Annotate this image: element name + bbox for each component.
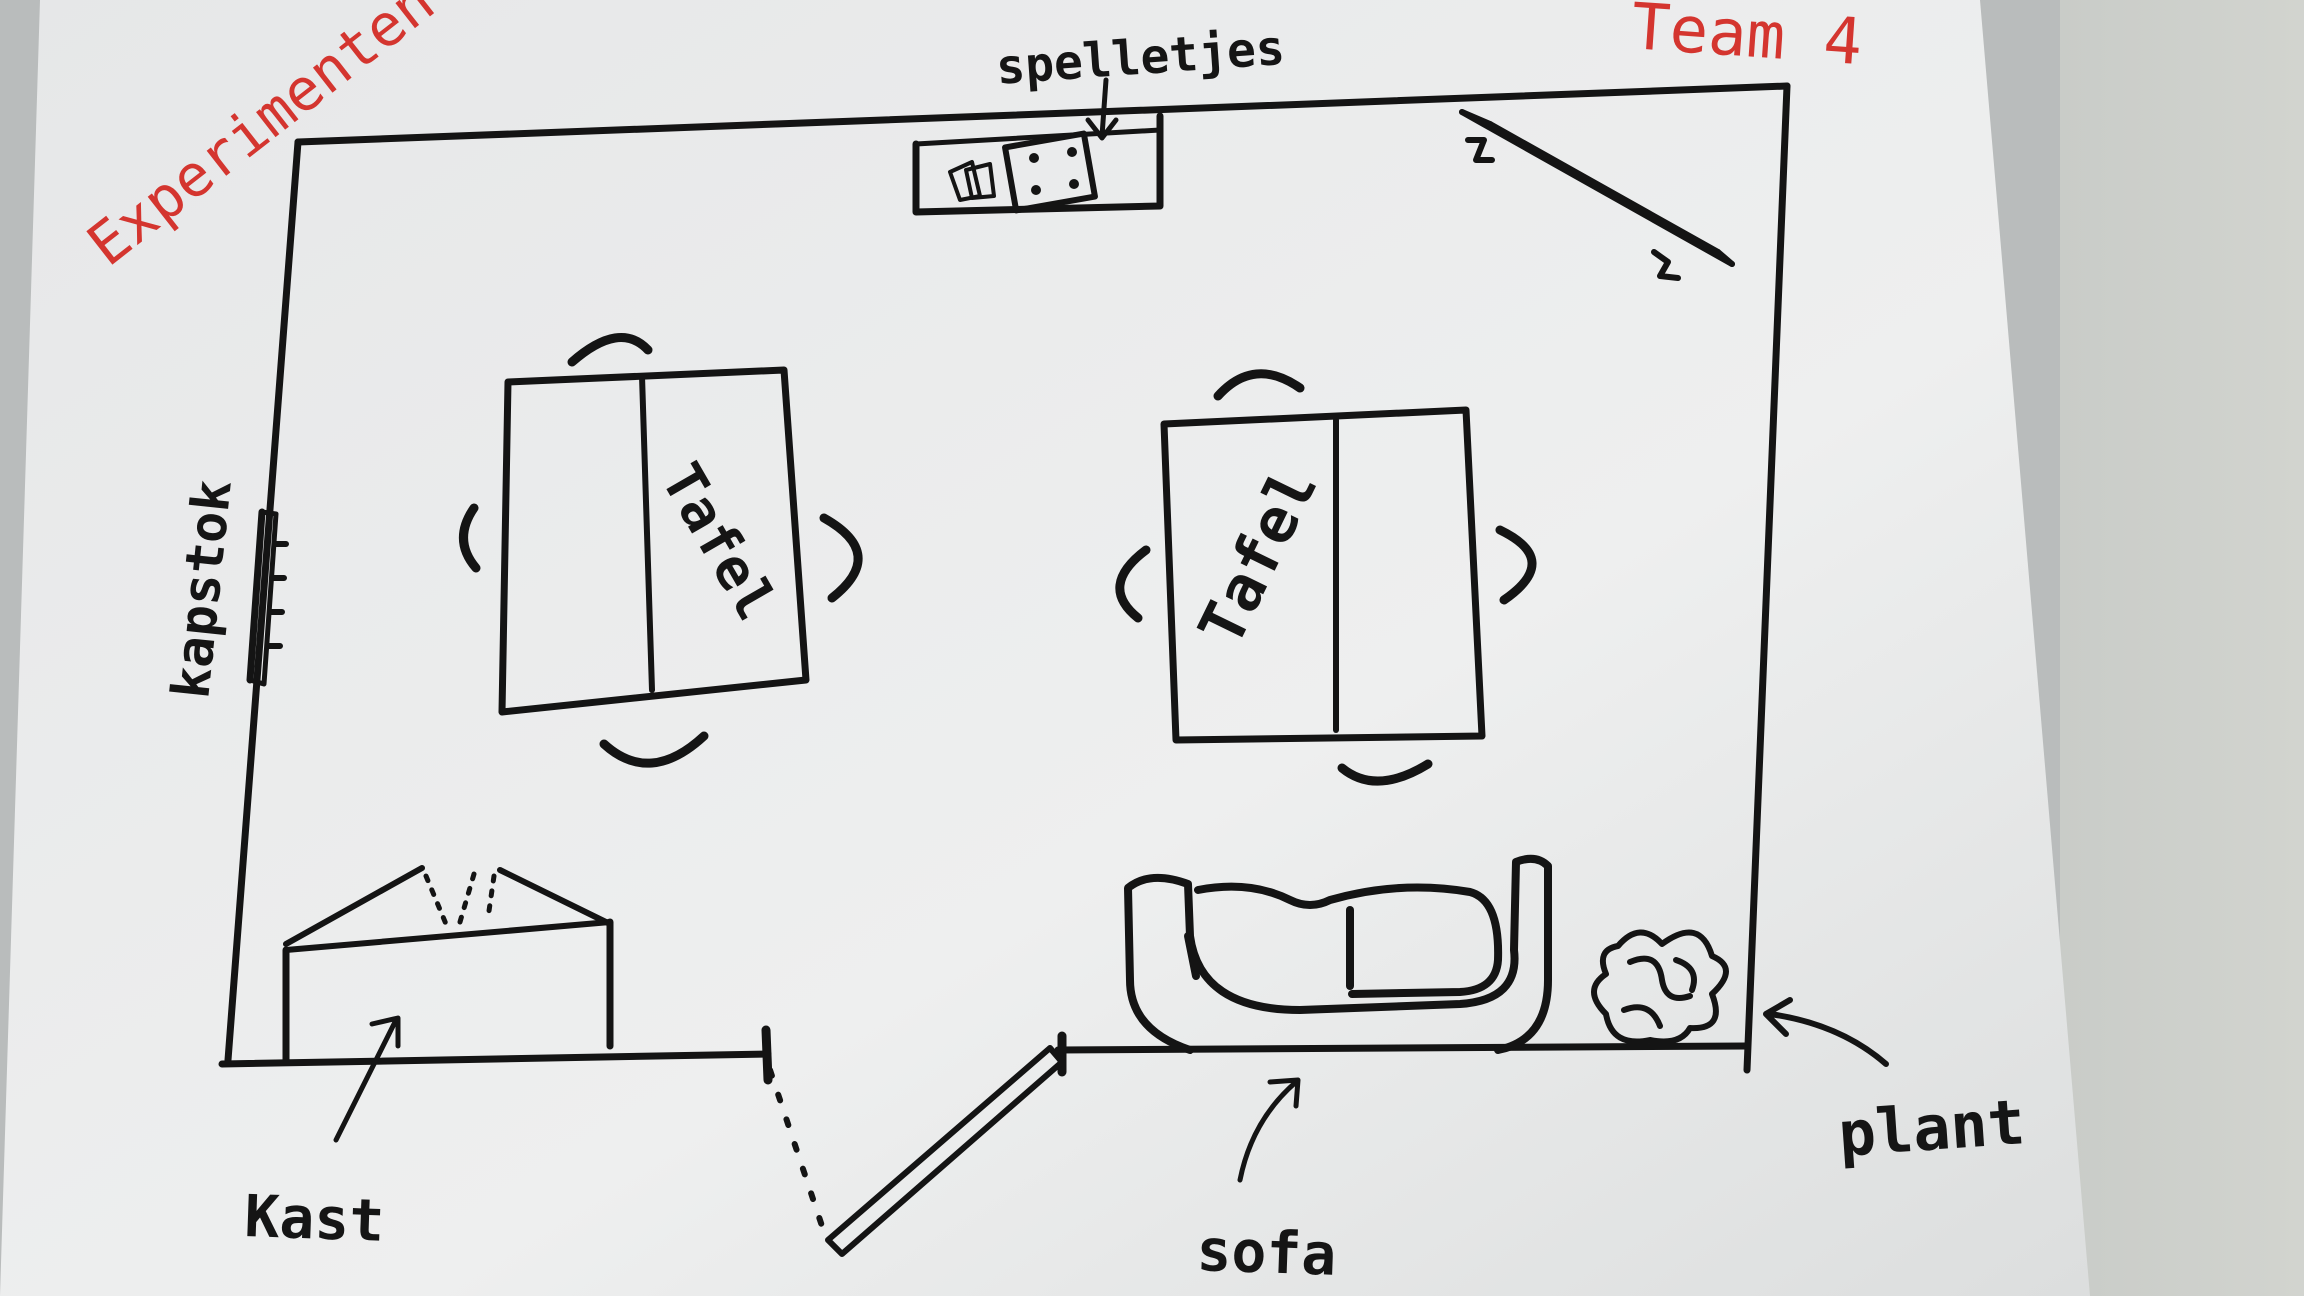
table-left	[498, 366, 810, 716]
sofa-label: sofa	[1196, 1216, 1338, 1289]
cabinet-label: Kast	[244, 1182, 386, 1255]
plant-arrow	[1763, 997, 1889, 1067]
background-wall	[2060, 0, 2304, 1296]
table-right	[1160, 406, 1486, 744]
table-left-chairs	[459, 333, 863, 768]
coat-rack	[246, 508, 289, 687]
table-right-chairs	[1115, 369, 1537, 786]
cabinet	[282, 865, 614, 1066]
cabinet-arrow	[333, 1015, 401, 1143]
plant-icon	[1591, 929, 1729, 1045]
paper-sheet	[0, 0, 2090, 1296]
sofa	[1124, 854, 1552, 1054]
room-walls	[218, 82, 1791, 1074]
plant-label: plant	[1836, 1085, 2027, 1171]
sofa-arrow	[1237, 1077, 1301, 1183]
dice-icon	[1002, 130, 1098, 214]
door-swing	[767, 1067, 825, 1229]
window	[1459, 109, 1735, 281]
games-arrow	[1085, 77, 1119, 141]
cards-icon	[948, 160, 996, 202]
games-shelf	[912, 112, 1164, 216]
door	[767, 1045, 1065, 1257]
